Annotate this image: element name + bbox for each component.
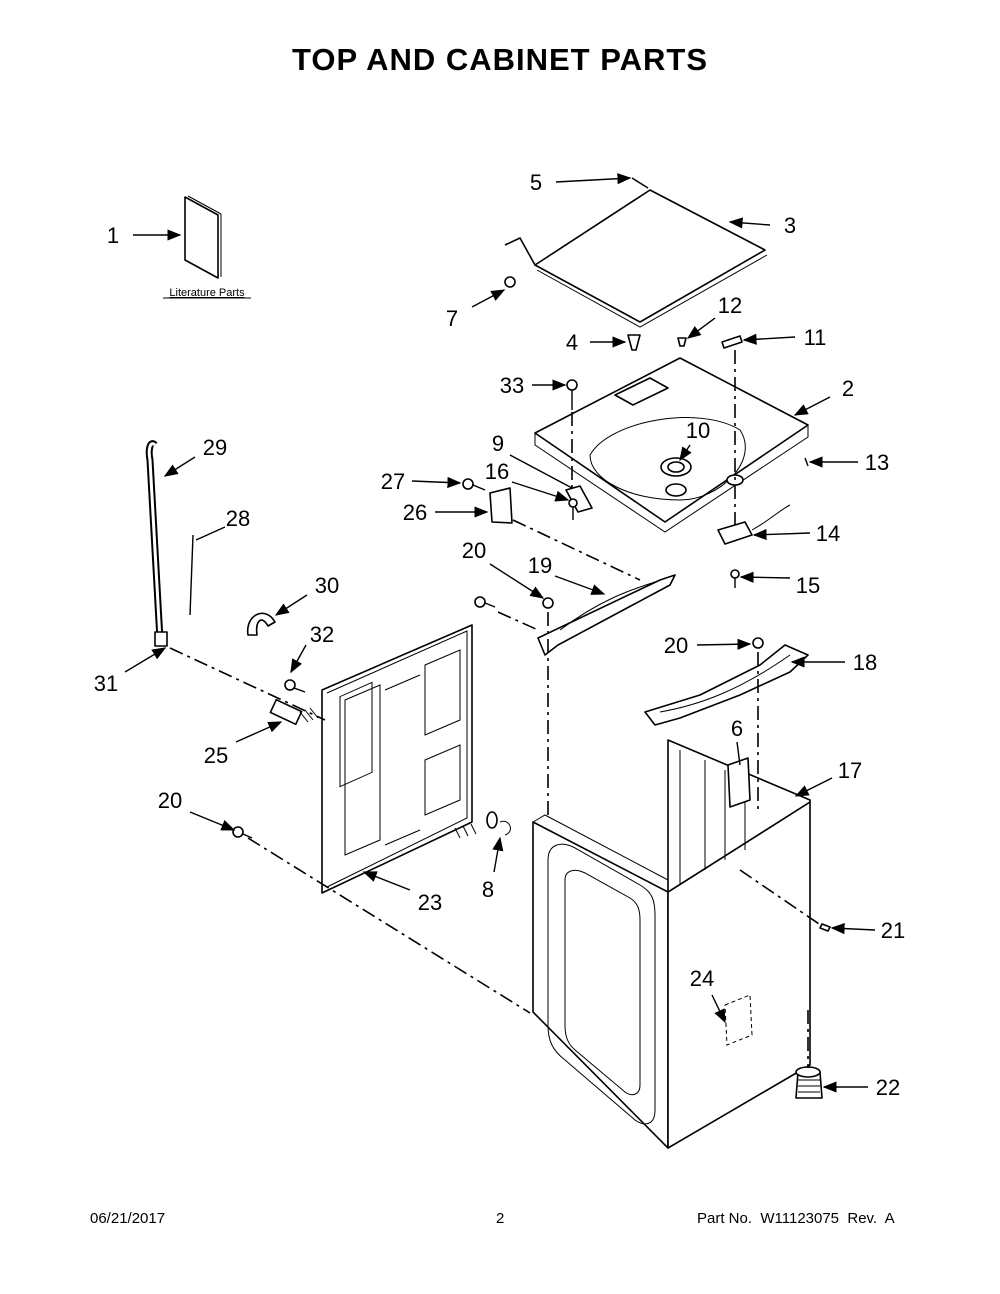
- callout-32: 32: [310, 622, 334, 647]
- callout-3: 3: [784, 213, 796, 238]
- callout-14: 14: [816, 521, 840, 546]
- page-title: TOP AND CABINET PARTS: [292, 42, 708, 77]
- callout-19: 19: [528, 553, 552, 578]
- callout-21: 21: [881, 918, 905, 943]
- callout-10: 10: [686, 418, 710, 443]
- top-panel: [534, 357, 809, 588]
- callout-26: 26: [403, 500, 427, 525]
- literature-booklet: [184, 195, 222, 279]
- callout-11: 11: [804, 325, 827, 350]
- callout-13: 13: [865, 450, 889, 475]
- callout-31: 31: [94, 671, 118, 696]
- callout-23: 23: [418, 890, 442, 915]
- hardware-parts: [462, 478, 593, 524]
- callout-7: 7: [446, 306, 458, 331]
- callout-labels: 5 3 1 7 4 12 11 33 2 10 9 16 13 27 26 29…: [94, 170, 905, 1100]
- callout-2: 2: [842, 376, 854, 401]
- cabinet: [532, 739, 831, 1149]
- literature-parts-label: Literature Parts: [169, 287, 245, 299]
- callout-20: 20: [158, 788, 182, 813]
- callout-15: 15: [796, 573, 820, 598]
- callout-25: 25: [204, 743, 228, 768]
- callout-8: 8: [482, 877, 494, 902]
- callout-18: 18: [853, 650, 877, 675]
- front-bracket: [474, 574, 676, 656]
- callout-20: 20: [664, 633, 688, 658]
- callout-28: 28: [226, 506, 250, 531]
- footer-page-number: 2: [496, 1210, 505, 1227]
- callout-24: 24: [690, 966, 714, 991]
- callout-27: 27: [381, 469, 405, 494]
- footer-date: 06/21/2017: [90, 1210, 166, 1227]
- callout-4: 4: [566, 330, 578, 355]
- callout-29: 29: [203, 435, 227, 460]
- callout-9: 9: [492, 431, 504, 456]
- footer-part-number: Part No. W11123075 Rev. A: [697, 1210, 895, 1227]
- lid: [504, 177, 768, 351]
- callout-5: 5: [530, 170, 542, 195]
- callout-12: 12: [718, 293, 742, 318]
- rear-panel: [232, 624, 511, 894]
- callout-20: 20: [462, 538, 486, 563]
- callout-17: 17: [838, 758, 862, 783]
- callout-33: 33: [500, 373, 524, 398]
- callout-1: 1: [107, 223, 119, 248]
- callout-16: 16: [485, 459, 509, 484]
- alignment-lines: [169, 350, 823, 1068]
- callout-22: 22: [876, 1075, 900, 1100]
- leader-arrows: [124, 173, 876, 1093]
- callout-6: 6: [731, 716, 743, 741]
- drain-hose: [145, 440, 319, 726]
- callout-30: 30: [315, 573, 339, 598]
